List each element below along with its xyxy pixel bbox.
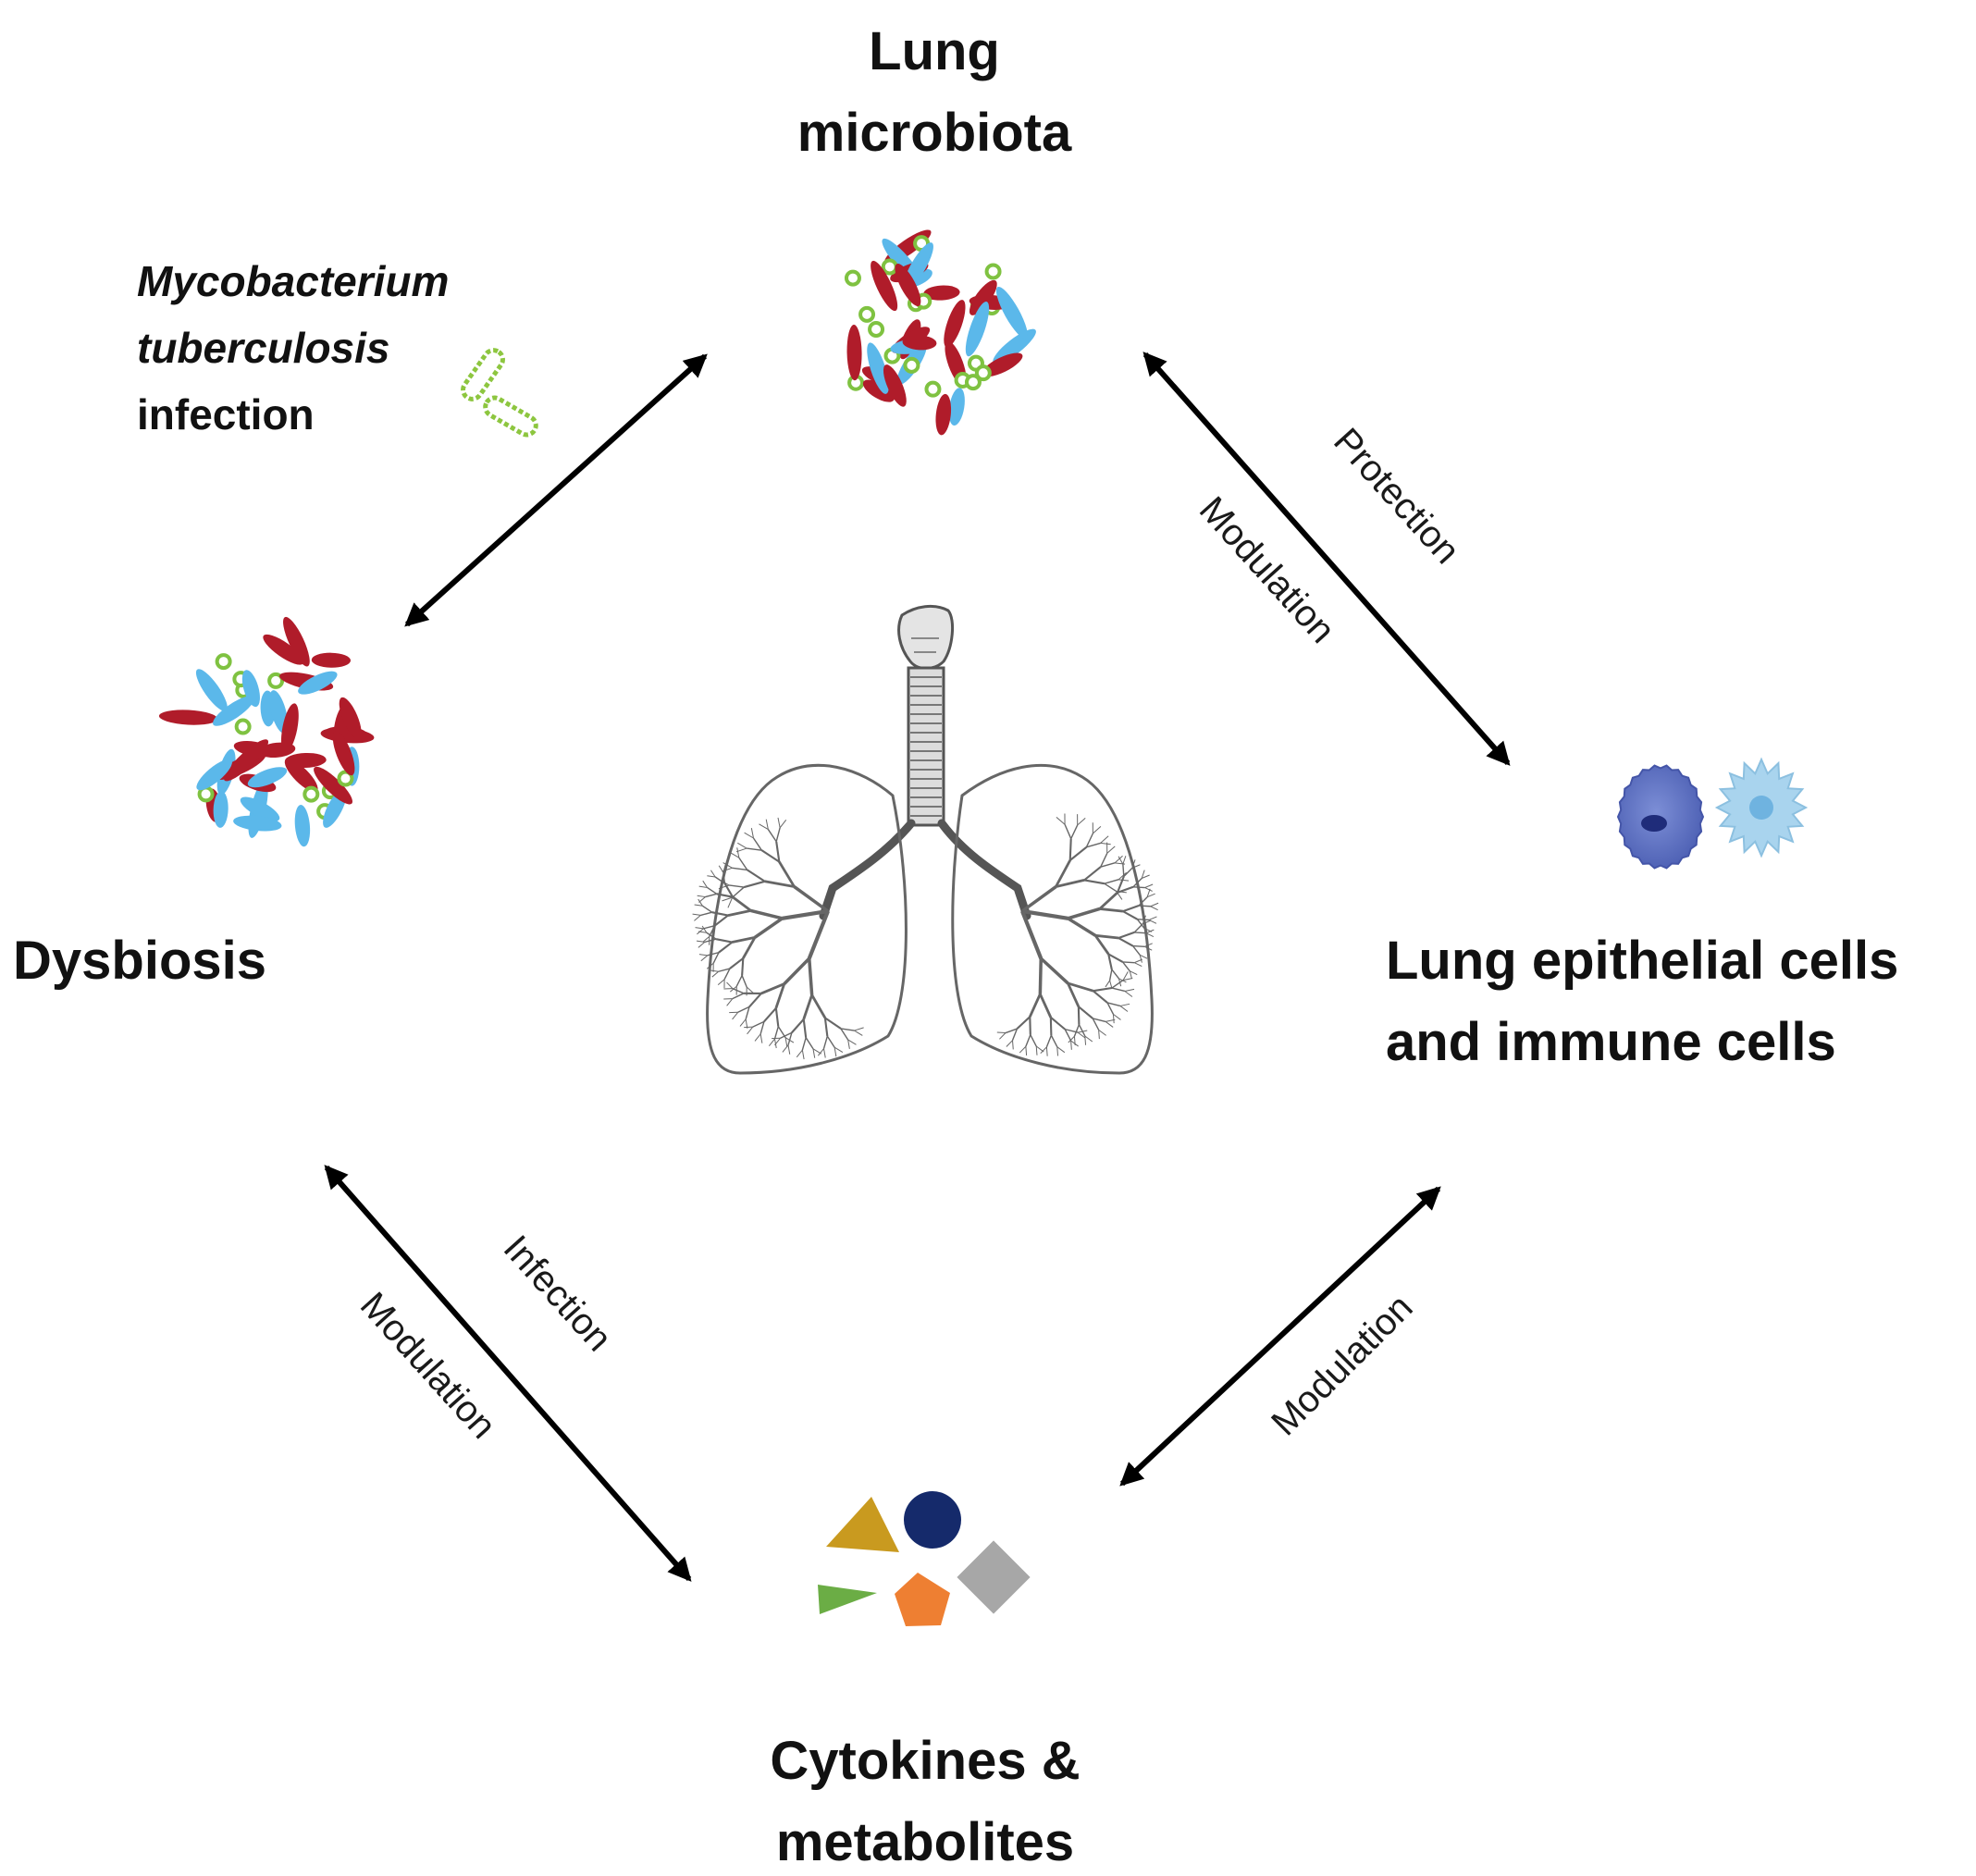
rod-bacterium [314, 766, 352, 805]
coccus-bacterium [903, 356, 920, 374]
metabolite-circle [904, 1491, 961, 1549]
coccus-bacterium [868, 320, 885, 338]
bacteria-cluster-icon [844, 229, 1036, 436]
coccus-bacterium [964, 374, 982, 391]
rod-bacterium [332, 731, 355, 776]
rod-bacterium [923, 285, 960, 301]
coccus-bacterium [844, 269, 861, 287]
epithelial-cell-icon [1616, 764, 1705, 870]
rod-bacterium [195, 669, 228, 711]
node-cytokines-line-2: metabolites [775, 1812, 1075, 1873]
edge-label-modulation-upper-right: Modulation [1192, 489, 1343, 651]
node-lung-microbiota: Lung microbiota [768, 11, 1101, 174]
rod-bacterium [895, 264, 921, 307]
coccus-bacterium [303, 785, 320, 803]
coccus-bacterium [234, 718, 252, 735]
rod-bacterium [982, 352, 1023, 377]
rod-bacterium [294, 805, 311, 847]
rod-bacterium [247, 767, 288, 788]
rod-bacterium [283, 616, 310, 667]
node-dysbiosis-line-1: Dysbiosis [13, 931, 266, 991]
rod-bacterium [263, 634, 304, 665]
metabolite-pentagon [895, 1573, 950, 1626]
metabolite-wedge [818, 1585, 877, 1614]
rod-bacterium [241, 670, 260, 708]
metabolite-shapes-icon [818, 1491, 1031, 1626]
edge-label-modulation-lower-right: Modulation [1264, 1287, 1420, 1443]
rod-bacterium [846, 325, 862, 381]
rod-bacterium [965, 302, 990, 357]
infection-line-3: infection [137, 390, 315, 439]
rod-bacterium [969, 279, 997, 315]
node-lung-microbiota-line-2: microbiota [797, 103, 1072, 164]
lungs-illustration [692, 604, 1159, 1075]
rod-bacterium [280, 703, 299, 753]
edge-label-modulation-lower-left: Modulation [352, 1285, 504, 1447]
node-cytokines-line-1: Cytokines & [770, 1731, 1081, 1791]
rod-bacterium [862, 379, 895, 402]
coccus-bacterium [337, 770, 354, 787]
rod-bacterium [284, 759, 318, 793]
node-dysbiosis: Dysbiosis [13, 920, 266, 1002]
bacteria-cluster-icon [158, 616, 375, 847]
rod-bacterium [224, 739, 269, 782]
metabolite-diamond [957, 1540, 1031, 1614]
rod-bacterium [240, 796, 280, 821]
node-lung-cells: Lung epithelial cells and immune cells [1386, 920, 1898, 1083]
arrow-dysbiosis-cytokines [324, 1165, 692, 1582]
node-lung-microbiota-line-1: Lung [869, 21, 1000, 81]
rod-bacterium [871, 260, 898, 312]
node-lung-cells-line-1: Lung epithelial cells [1386, 931, 1899, 991]
rod-bacterium [883, 364, 907, 407]
coccus-bacterium [924, 380, 942, 398]
rod-bacterium [269, 690, 289, 734]
rod-bacterium [196, 759, 232, 791]
node-cytokines: Cytokines & metabolites [712, 1721, 1138, 1876]
coccus-bacterium [215, 653, 232, 671]
immune-cell-icon [1714, 757, 1809, 858]
rod-bacterium [948, 388, 965, 426]
rod-bacterium [213, 696, 254, 726]
coccus-bacterium [974, 364, 992, 382]
rod-bacterium [298, 671, 338, 695]
edge-label-protection: Protection [1326, 421, 1467, 572]
infection-line-1: Mycobacterium [137, 257, 450, 305]
arrow-cells-cytokines [1119, 1186, 1441, 1487]
rod-bacterium [311, 652, 352, 668]
rod-bacterium [158, 710, 218, 725]
edge-label-infection: Infection [496, 1228, 620, 1359]
rod-bacterium [867, 342, 889, 394]
rod-bacterium [944, 300, 966, 348]
infection-line-2: tuberculosis [137, 324, 390, 373]
node-lung-cells-line-2: and immune cells [1386, 1012, 1836, 1073]
infection-label: Mycobacterium tuberculosis infection [137, 248, 449, 449]
rod-bacterium [233, 815, 282, 832]
rod-bacterium [902, 335, 937, 351]
coccus-bacterium [984, 263, 1002, 280]
coccus-bacterium [267, 672, 285, 689]
rod-bacterium [995, 286, 1028, 339]
rod-bacterium [339, 697, 362, 739]
coccus-bacterium [881, 258, 898, 276]
rod-bacterium [213, 791, 228, 828]
metabolite-triangle [826, 1497, 899, 1552]
rod-bacterium [935, 393, 952, 436]
coccus-bacterium [858, 305, 876, 323]
arrow-microbiota-dysbiosis [404, 353, 708, 627]
mycobacterium-icon [461, 348, 538, 438]
arrow-microbiota-cells [1142, 352, 1511, 766]
